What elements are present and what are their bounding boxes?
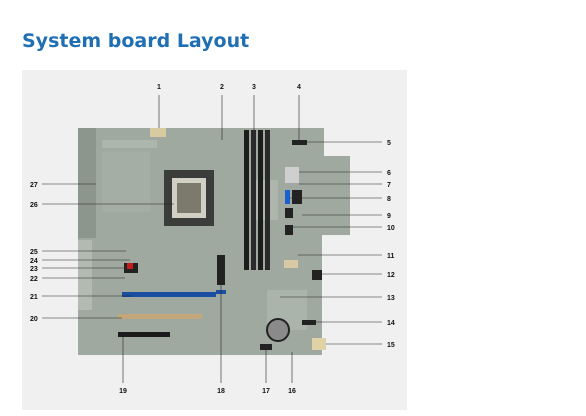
callout-19: 19 [119, 388, 127, 395]
callout-10: 10 [387, 225, 395, 232]
callout-15: 15 [387, 342, 395, 349]
usb-header [312, 270, 322, 280]
coin-cell-battery [266, 318, 290, 342]
sata-connector-2 [292, 190, 302, 204]
callout-9: 9 [387, 213, 391, 220]
callout-16: 16 [288, 388, 296, 395]
callout-7: 7 [387, 182, 391, 189]
callout-8: 8 [387, 196, 391, 203]
system-board-figure: 1 2 3 4 5 6 7 8 9 10 11 12 13 14 15 16 1… [22, 70, 407, 410]
cpu-socket [164, 170, 214, 226]
callout-18: 18 [217, 388, 225, 395]
callout-23: 23 [30, 266, 38, 273]
callout-leaders [42, 95, 382, 383]
callout-12: 12 [387, 272, 395, 279]
callout-1: 1 [157, 84, 161, 91]
callout-11: 11 [387, 253, 395, 260]
m2-slot [285, 167, 299, 183]
callout-17: 17 [262, 388, 270, 395]
pcie-small-slot [217, 255, 225, 285]
callout-14: 14 [387, 320, 395, 327]
power-switch-header [260, 344, 272, 350]
power-connector [312, 338, 326, 350]
callout-20: 20 [30, 316, 38, 323]
callout-6: 6 [387, 170, 391, 177]
callout-2: 2 [220, 84, 224, 91]
sata-connector [285, 190, 290, 204]
callout-21: 21 [30, 294, 38, 301]
callout-25: 25 [30, 249, 38, 256]
system-board-diagram: 1 2 3 4 5 6 7 8 9 10 11 12 13 14 15 16 1… [30, 84, 395, 395]
callout-5: 5 [387, 140, 391, 147]
memory-slots [244, 130, 270, 270]
callout-4: 4 [297, 84, 301, 91]
callout-3: 3 [252, 84, 256, 91]
page-title: System board Layout [22, 30, 250, 52]
callout-24: 24 [30, 258, 38, 265]
cpu-power-connector [150, 128, 166, 137]
sata-connector-4 [285, 225, 293, 235]
callout-22: 22 [30, 276, 38, 283]
m2-wlan-slot [302, 320, 316, 325]
fan-header [292, 140, 307, 145]
sata-connector-3 [285, 208, 293, 218]
callout-labels: 1 2 3 4 5 6 7 8 9 10 11 12 13 14 15 16 1… [30, 84, 395, 395]
motherboard [78, 128, 350, 355]
callout-13: 13 [387, 295, 395, 302]
intrusion-header [284, 260, 298, 268]
callout-26: 26 [30, 202, 38, 209]
callout-27: 27 [30, 182, 38, 189]
